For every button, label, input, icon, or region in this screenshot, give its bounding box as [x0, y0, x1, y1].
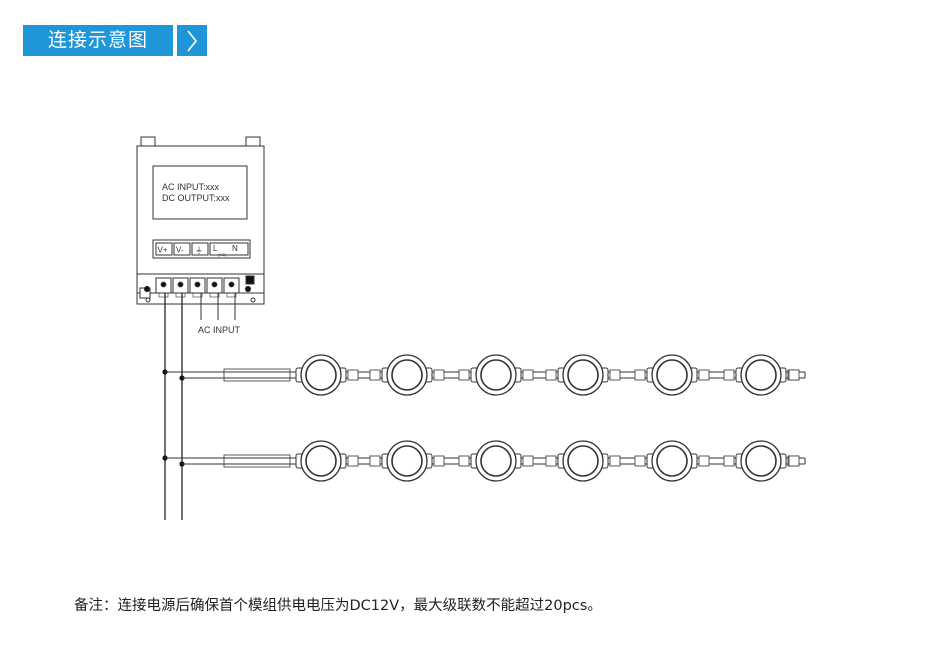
module-lens — [567, 445, 599, 477]
led-module — [381, 354, 433, 396]
wire-clip — [522, 369, 534, 381]
terminal-screw — [177, 281, 184, 288]
led-module — [557, 440, 609, 482]
wire-clip — [458, 369, 470, 381]
led-string — [162, 354, 806, 396]
module-lens — [745, 445, 777, 477]
led-module — [470, 440, 522, 482]
terminal-slot — [158, 292, 169, 298]
wire-clip — [433, 455, 445, 467]
terminal-label-l: L — [213, 244, 218, 253]
module-lens — [656, 445, 688, 477]
wire-clip — [788, 455, 800, 467]
section-header: 连接示意图 — [23, 25, 207, 56]
module-lens — [305, 359, 337, 391]
wire-clip — [723, 369, 735, 381]
terminal-label-n: N — [232, 244, 238, 253]
led-module — [735, 440, 787, 482]
wire-clip — [545, 369, 557, 381]
wire-clip — [369, 369, 381, 381]
module-lens — [391, 359, 423, 391]
terminal-screw — [228, 281, 235, 288]
led-module — [381, 440, 433, 482]
chevron-right-icon[interactable] — [177, 25, 207, 56]
ac-input-label: AC INPUT — [198, 325, 241, 335]
terminal-screw — [160, 281, 167, 288]
led-module — [470, 354, 522, 396]
wire-clip — [634, 455, 646, 467]
terminal-label-l-sub: (AC) — [218, 252, 227, 257]
psu-label-dc: DC OUTPUT:xxx — [162, 193, 230, 203]
wire-clip — [522, 455, 534, 467]
wire-clip — [788, 369, 800, 381]
wire-clip — [698, 455, 710, 467]
wire-clip — [347, 369, 359, 381]
terminal-screw — [194, 281, 201, 288]
module-lens — [305, 445, 337, 477]
terminal-label-vplus: V+ — [158, 246, 168, 255]
led-module — [646, 440, 698, 482]
led-module — [735, 354, 787, 396]
wire-clip — [609, 369, 621, 381]
ground-icon: ⏚ — [195, 246, 203, 255]
wire-clip — [347, 455, 359, 467]
terminal-label-vminus: V- — [176, 246, 184, 255]
wire-clip — [433, 369, 445, 381]
module-lens — [480, 359, 512, 391]
module-lens — [567, 359, 599, 391]
cable-sheath — [223, 454, 291, 468]
led-module — [557, 354, 609, 396]
footer-note: 备注：连接电源后确保首个模组供电电压为DC12V，最大级联数不能超过20pcs。 — [74, 598, 602, 614]
wire-clip — [698, 369, 710, 381]
terminal-screw — [211, 281, 218, 288]
cable-sheath — [223, 368, 291, 382]
module-lens — [745, 359, 777, 391]
module-lens — [656, 359, 688, 391]
power-supply: AC INPUT:xxx DC OUTPUT:xxx V+ V- ⏚ L (AC… — [136, 136, 265, 335]
terminal-slot — [226, 292, 237, 298]
terminal-slot — [209, 292, 220, 298]
psu-label-ac: AC INPUT:xxx — [162, 182, 220, 192]
wire-clip — [369, 455, 381, 467]
wire-clip — [609, 455, 621, 467]
module-lens — [391, 445, 423, 477]
led-module — [646, 354, 698, 396]
led-module — [295, 354, 347, 396]
section-title: 连接示意图 — [23, 25, 173, 56]
wire-clip — [634, 369, 646, 381]
led-module — [295, 440, 347, 482]
module-lens — [480, 445, 512, 477]
terminal-slot — [192, 292, 203, 298]
wire-clip — [458, 455, 470, 467]
wire-clip — [723, 455, 735, 467]
led-string — [162, 440, 806, 482]
terminal-slot — [175, 292, 186, 298]
wire-clip — [545, 455, 557, 467]
